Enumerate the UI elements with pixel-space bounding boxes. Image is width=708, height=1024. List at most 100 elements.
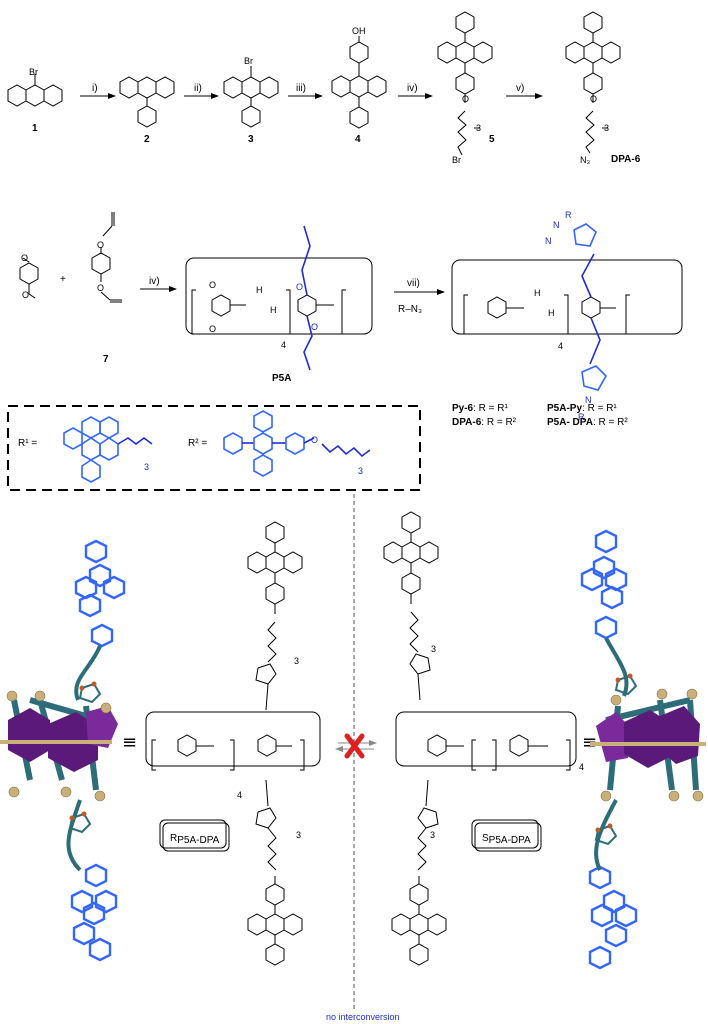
product-py6: Py-6: [452, 403, 474, 414]
s-enantiomer-structure: 4 3 3: [383, 511, 584, 966]
enantiomer-section: no interconversion: [0, 494, 706, 1022]
compound-3-structure: [223, 66, 279, 128]
r-label-main: R: [170, 833, 177, 844]
atom-n3-dpa6: N₃: [580, 155, 590, 165]
atom-o-dmb-bot: O: [22, 290, 29, 300]
atom-o-dpa6: O: [590, 94, 597, 104]
compound-1-structure: [7, 74, 63, 107]
substituent-legend: R¹ = 3 R² = O 3: [7, 405, 421, 491]
r-label-box: RP5A-DPA: [159, 819, 230, 852]
step-label-iii: iii): [296, 83, 306, 94]
compound-label-2: 2: [144, 134, 150, 145]
product-dpa6-r: : R = R²: [481, 417, 516, 428]
s-label-box: SP5A-DPA: [471, 819, 542, 852]
reagent-azide: R–N₃: [398, 304, 422, 315]
plus-sign: +: [60, 274, 66, 285]
step-label-ii: ii): [194, 83, 202, 94]
subscript-3-r-bot: 3: [296, 830, 301, 840]
atom-n-tri-bot: N: [585, 395, 592, 405]
product-p5apy: P5A-Py: [547, 403, 582, 414]
compound-label-1: 1: [32, 123, 38, 134]
compound-dpa6-structure: [565, 11, 621, 154]
right-3d-model: [580, 529, 706, 970]
compound-dimethoxybenzene: [19, 257, 39, 299]
product-line-p5adpa: P5A- DPA: R = R²: [547, 417, 628, 428]
subscript-3-r-top: 3: [294, 656, 299, 666]
equiv-right: ≡: [582, 732, 597, 753]
atom-o-p5a-blue-1: O: [296, 282, 303, 292]
s-label: SP5A-DPA: [482, 833, 531, 846]
perylene-structure: [63, 416, 153, 483]
legend-r1-subscript: 3: [144, 462, 149, 472]
atom-br-1: Br: [29, 67, 38, 77]
atom-h-tri-2: H: [548, 308, 555, 318]
subscript-3-dpa6: 3: [604, 123, 609, 133]
atom-br-3: Br: [244, 56, 253, 66]
atom-o-7-top: O: [97, 240, 104, 250]
step-label-vii: vii): [407, 278, 420, 289]
atom-n-tri-top-2: N: [545, 236, 552, 246]
compound-label-3: 3: [248, 134, 254, 145]
legend-r2-label: R² =: [188, 438, 207, 449]
left-3d-model: [0, 539, 126, 962]
equiv-left: ≡: [122, 732, 137, 753]
atom-o-p5a-blue-2: O: [311, 322, 318, 332]
subscript-3-s-bot: 3: [430, 830, 435, 840]
legend-r2-o: O: [311, 435, 318, 445]
step-label-v: v): [516, 83, 524, 94]
product-line-p5apy: P5A-Py: R = R¹: [547, 403, 617, 414]
compound-label-4: 4: [355, 134, 361, 145]
atom-h-p5a-2: H: [270, 305, 277, 315]
step-label-iv: iv): [407, 83, 418, 94]
red-cross-icon: [344, 733, 365, 759]
subscript-4-p5a: 4: [281, 340, 286, 350]
compound-4-structure: [331, 36, 387, 129]
compound-5-structure: [437, 11, 493, 156]
product-dpa6: DPA-6: [452, 417, 482, 428]
row-dpa-synthesis: Br 1 i) 2 ii) Br 3 iii): [7, 11, 641, 165]
step-label-iv-b: iv): [149, 276, 160, 287]
product-line-py6: Py-6: R = R¹: [452, 403, 509, 414]
atom-o-p5a-2: O: [209, 324, 216, 334]
atom-oh-4: OH: [352, 26, 366, 36]
atom-r-tri-bot: R: [578, 412, 585, 422]
legend-r1-label: R¹ =: [18, 438, 37, 449]
subscript-3-5: 3: [476, 123, 481, 133]
product-p5adpa: P5A- DPA: [547, 417, 593, 428]
step-label-i: i): [92, 83, 98, 94]
legend-r2-subscript: 3: [358, 466, 363, 476]
atom-br-5: Br: [452, 155, 461, 165]
atom-o-7-bot: O: [97, 283, 104, 293]
compound-label-p5a: P5A: [272, 373, 291, 384]
compound-label-5: 5: [489, 134, 495, 145]
compound-label-dpa6: DPA-6: [611, 154, 641, 165]
dpa-substituent-structure: [223, 410, 371, 477]
compound-7-structure: [91, 212, 122, 303]
atom-h-tri-1: H: [534, 288, 541, 298]
product-p5adpa-r: : R = R²: [593, 417, 628, 428]
subscript-4-s: 4: [579, 762, 584, 772]
compound-2-structure: [119, 76, 175, 128]
s-label-main: S: [482, 833, 489, 844]
r-label-sub: P5A-DPA: [177, 835, 219, 846]
product-py6-r: : R = R¹: [473, 403, 508, 414]
subscript-3-s-top: 3: [431, 644, 436, 654]
subscript-4-r: 4: [237, 790, 242, 800]
atom-n-tri-top-1: N: [553, 220, 560, 230]
atom-o-p5a-1: O: [209, 280, 216, 290]
product-p5apy-r: : R = R¹: [582, 403, 617, 414]
atom-h-p5a-1: H: [256, 285, 263, 295]
no-interconversion-note: no interconversion: [326, 1012, 400, 1022]
atom-r-tri-top: R: [565, 210, 572, 220]
s-label-sub: P5A-DPA: [489, 835, 531, 846]
atom-o-5: O: [462, 94, 469, 104]
compound-p5a-structure: H H O O O O 4: [185, 225, 373, 371]
compound-label-7: 7: [103, 354, 109, 365]
r-enantiomer-structure: 4 3 3: [145, 521, 321, 966]
compound-p5a-triazole-structure: H H: [451, 223, 683, 391]
subscript-4-tri: 4: [558, 341, 563, 351]
atom-o-dmb-top: O: [21, 253, 28, 263]
product-line-dpa6: DPA-6: R = R²: [452, 417, 517, 428]
row-pillararene-synthesis: O O + O O 7 iv) H H: [19, 210, 683, 428]
